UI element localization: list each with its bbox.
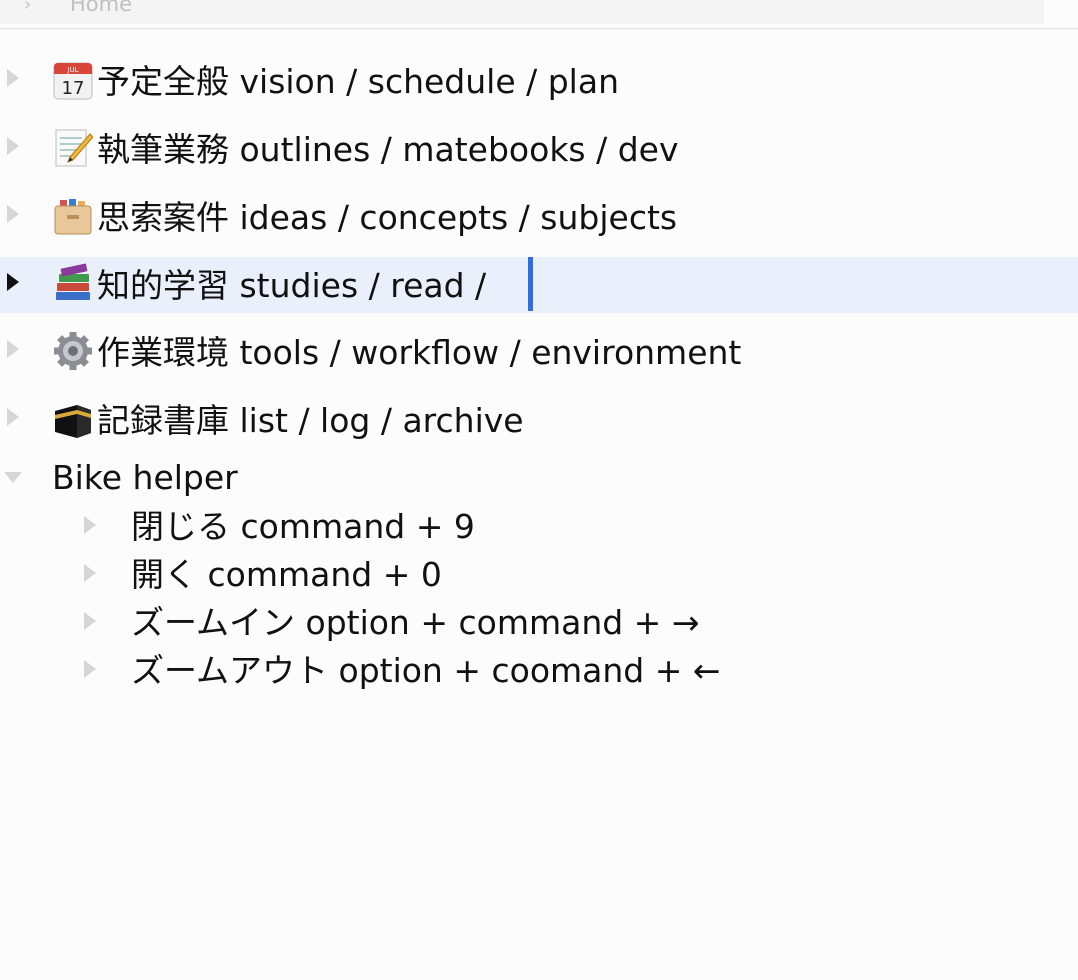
svg-text:JUL: JUL xyxy=(66,66,78,74)
outline-child-row[interactable]: ズームアウト option + coomand + ← xyxy=(0,648,1078,696)
disclosure-triangle-icon[interactable] xyxy=(7,340,19,358)
outline-row-selected[interactable]: 知的学習 studies / read / xyxy=(0,257,1078,313)
outline-row-label[interactable]: 記録書庫 list / log / archive xyxy=(97,401,524,440)
svg-text:17: 17 xyxy=(62,78,85,99)
outline-row-expanded[interactable]: Bike helper xyxy=(0,452,1078,504)
disclosure-triangle-icon[interactable] xyxy=(7,273,19,291)
outline-row-label[interactable]: 知的学習 studies / read / xyxy=(97,266,487,305)
outline-child-row[interactable]: 開く command + 0 xyxy=(0,552,1078,600)
outline-row[interactable]: JUL 17 予定全般 vision / schedule / plan xyxy=(0,54,1078,110)
outline-row[interactable]: 記録書庫 list / log / archive xyxy=(0,393,1078,449)
memo-icon xyxy=(55,129,93,167)
outline-row[interactable]: 思索案件 ideas / concepts / subjects xyxy=(0,190,1078,246)
text-caret xyxy=(528,257,533,311)
outline-child-label[interactable]: ズームイン option + command + → xyxy=(131,603,700,642)
outline-row-label[interactable]: 思索案件 ideas / concepts / subjects xyxy=(97,198,678,237)
disclosure-triangle-icon[interactable] xyxy=(84,660,96,678)
disclosure-triangle-expanded-icon[interactable] xyxy=(4,472,22,483)
breadcrumb-home[interactable]: Home xyxy=(70,0,133,16)
toolbar: › Home xyxy=(0,0,1078,29)
disclosure-triangle-icon[interactable] xyxy=(7,408,19,426)
breadcrumb: › Home xyxy=(0,0,1044,24)
card-file-box-icon xyxy=(54,199,92,235)
outline-child-row[interactable]: ズームイン option + command + → xyxy=(0,600,1078,648)
outline-row-label[interactable]: 予定全般 vision / schedule / plan xyxy=(97,62,619,101)
outline-child-label[interactable]: ズームアウト option + coomand + ← xyxy=(131,651,721,690)
gear-icon xyxy=(54,332,92,370)
chevron-right-icon[interactable]: › xyxy=(24,0,32,15)
books-icon xyxy=(56,263,90,300)
disclosure-triangle-icon[interactable] xyxy=(7,69,19,87)
outline-child-row[interactable]: 閉じる command + 9 xyxy=(0,504,1078,552)
disclosure-triangle-icon[interactable] xyxy=(84,516,96,534)
outline-row-label[interactable]: 作業環境 tools / workflow / environment xyxy=(97,333,742,372)
outline-row[interactable]: 作業環境 tools / workflow / environment xyxy=(0,325,1078,381)
outline-row[interactable]: 執筆業務 outlines / matebooks / dev xyxy=(0,122,1078,178)
disclosure-triangle-icon[interactable] xyxy=(7,137,19,155)
outline-child-label[interactable]: 開く command + 0 xyxy=(131,555,442,594)
disclosure-triangle-icon[interactable] xyxy=(84,564,96,582)
outline-row-label[interactable]: Bike helper xyxy=(52,458,238,497)
outline-child-label[interactable]: 閉じる command + 9 xyxy=(131,507,475,546)
outline-row-label[interactable]: 執筆業務 outlines / matebooks / dev xyxy=(97,130,679,169)
calendar-icon: JUL 17 xyxy=(53,62,93,100)
disclosure-triangle-icon[interactable] xyxy=(7,205,19,223)
kaaba-icon xyxy=(55,405,91,438)
disclosure-triangle-icon[interactable] xyxy=(84,612,96,630)
